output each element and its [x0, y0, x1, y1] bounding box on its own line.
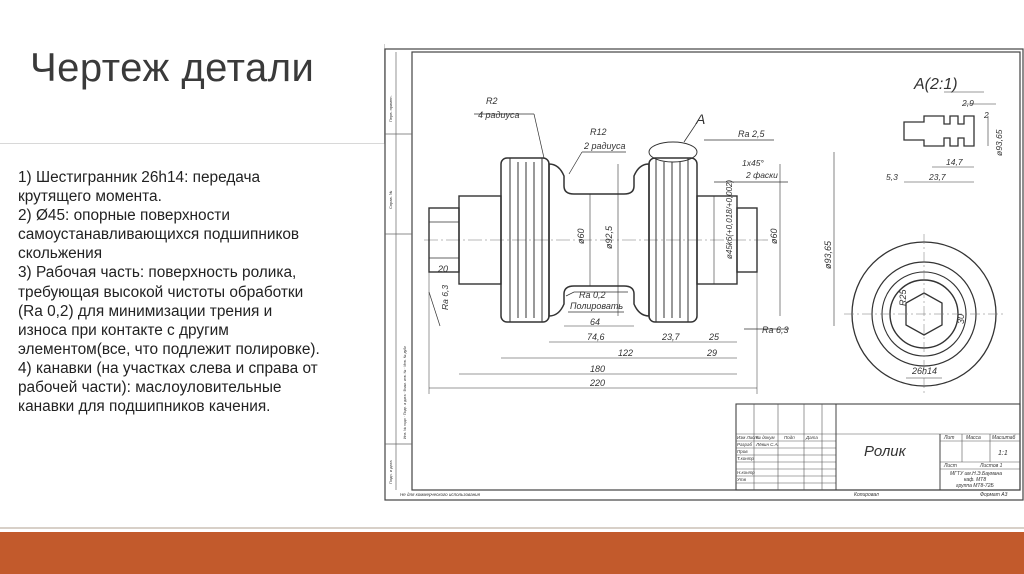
description-line: рабочей части): маслоуловительные	[18, 379, 282, 397]
drawing-svg: Подп. и дата Справ. № Перв. примен. Инв.…	[384, 48, 1024, 501]
svg-text:Перв. примен.: Перв. примен.	[388, 95, 393, 122]
tb-lit: Лит	[943, 435, 954, 441]
label-30: 30	[956, 314, 966, 324]
description-line: требующая высокой чистоты обработки	[18, 283, 304, 301]
label-ra02: Ra 0,2	[579, 290, 606, 300]
description-line: элементом(все, что подлежит полировке).	[18, 340, 320, 358]
tb-data: Дата	[805, 435, 818, 440]
tb-mass: Масса	[966, 435, 981, 441]
label-r12: R12	[590, 127, 607, 137]
tb-sheets: Листов 1	[979, 463, 1003, 469]
tb-format: Формат А3	[980, 492, 1008, 498]
dim-29: 29	[706, 348, 717, 358]
description-line: 3) Рабочая часть: поверхность ролика,	[18, 264, 297, 282]
label-polish: Полировать	[570, 301, 623, 311]
footer-divider	[0, 527, 1024, 529]
tb-org3: группа МТ8-72Б	[956, 483, 994, 489]
label-d9365: ø93,65	[823, 240, 833, 269]
tb-razrab-name: Лёвин С.А.	[755, 442, 779, 447]
detail-label: A(2:1)	[913, 76, 958, 93]
tb-utv: Утв	[737, 477, 747, 482]
detail-dim-9365: ø93,65	[994, 129, 1004, 156]
footer-accent-bar	[0, 532, 1024, 574]
label-r25: R25	[898, 288, 908, 306]
tb-org1: МГТУ им.Н.Э.Баумана	[950, 471, 1002, 477]
description-line: 1) Шестигранник 26h14: передача	[18, 169, 261, 186]
label-ra25: Ra 2,5	[738, 129, 766, 139]
label-r2: R2	[486, 96, 498, 106]
tb-izm: Изм Лист	[737, 435, 758, 440]
dim-64: 64	[590, 317, 600, 327]
tb-sheet: Лист	[943, 463, 957, 469]
dim-746: 74,6	[587, 332, 605, 342]
technical-drawing: Подп. и дата Справ. № Перв. примен. Инв.…	[384, 44, 1024, 504]
title-block	[735, 403, 1021, 491]
description-line: самоустанавливающихся подшипников	[18, 226, 300, 244]
dim-237: 23,7	[661, 332, 681, 342]
description-line: скольжения	[18, 245, 103, 263]
description-line: 4) канавки (на участках слева и справа о…	[18, 359, 318, 377]
dim-180: 180	[590, 364, 605, 374]
detail-dim-2: 2	[983, 110, 989, 120]
slide-title: Чертеж детали	[30, 46, 315, 90]
dim-220: 220	[589, 378, 605, 388]
tb-scale-header: Масштаб	[992, 435, 1016, 441]
tb-razrab: Разраб	[737, 442, 753, 447]
label-r2-note: 4 радиуса	[478, 110, 520, 120]
view-marker-circle	[648, 141, 698, 163]
detail-dim-53: 5,3	[886, 172, 898, 182]
label-ra63-left: Ra 6,3	[440, 285, 450, 310]
label-d60b: ø60	[769, 228, 779, 244]
tb-tkontr: Т.контр	[737, 456, 754, 461]
title-divider-horizontal	[0, 143, 386, 144]
view-marker-label: A	[695, 111, 705, 127]
label-ra63-right: Ra 6,3	[762, 325, 789, 335]
description-line: канавки для подшипников качения.	[18, 398, 271, 416]
detail-dim-237: 23,7	[928, 172, 946, 182]
label-d60a: ø60	[576, 228, 586, 244]
dim-122: 122	[618, 348, 633, 358]
detail-dim-147: 14,7	[946, 157, 963, 167]
label-chamfer: 1x45°	[742, 158, 764, 168]
part-name: Ролик	[864, 443, 907, 460]
description-line: износа при контакте с другим	[18, 321, 229, 339]
svg-text:Справ. №: Справ. №	[388, 191, 393, 209]
label-d925: ø92,5	[604, 225, 614, 249]
description-line: крутящего момента.	[18, 188, 162, 206]
hexagon-socket	[905, 292, 943, 336]
label-chamfer-note: 2 фаски	[745, 170, 778, 180]
detail-profile	[903, 115, 975, 147]
tb-prov: Пров	[737, 449, 748, 454]
tb-scale: 1:1	[998, 450, 1008, 457]
tb-podp: Подп	[784, 435, 795, 440]
label-d45: ø45k6(+0,018/+0,002)	[725, 179, 734, 259]
tb-copied: Копировал	[854, 492, 879, 498]
svg-text:Инв. № подл · Подп. и дата · В: Инв. № подл · Подп. и дата · Взам. инв. …	[403, 346, 407, 439]
description-line: 2) Ø45: опорные поверхности	[18, 207, 230, 225]
tb-nkontr: Н.контр	[737, 470, 755, 475]
sheet-frame	[384, 48, 1024, 501]
tb-ndoc: № докум	[756, 435, 775, 440]
svg-text:Подп. и дата: Подп. и дата	[388, 460, 393, 484]
dim-25: 25	[708, 332, 720, 342]
label-r12-note: 2 радиуса	[583, 141, 626, 151]
detail-dim-29: 2,9	[961, 98, 974, 108]
description-text: 1) Шестигранник 26h14: передача крутящег…	[18, 168, 383, 416]
label-hex: 26h14	[911, 366, 937, 376]
shaft-end-right	[736, 207, 758, 273]
dim-20: 20	[437, 264, 448, 274]
bottom-note: Не для коммерческого использования	[400, 492, 481, 497]
tb-org2: каф. МТ8	[964, 477, 986, 483]
description-line: (Ra 0,2) для минимизации трения и	[18, 302, 273, 320]
